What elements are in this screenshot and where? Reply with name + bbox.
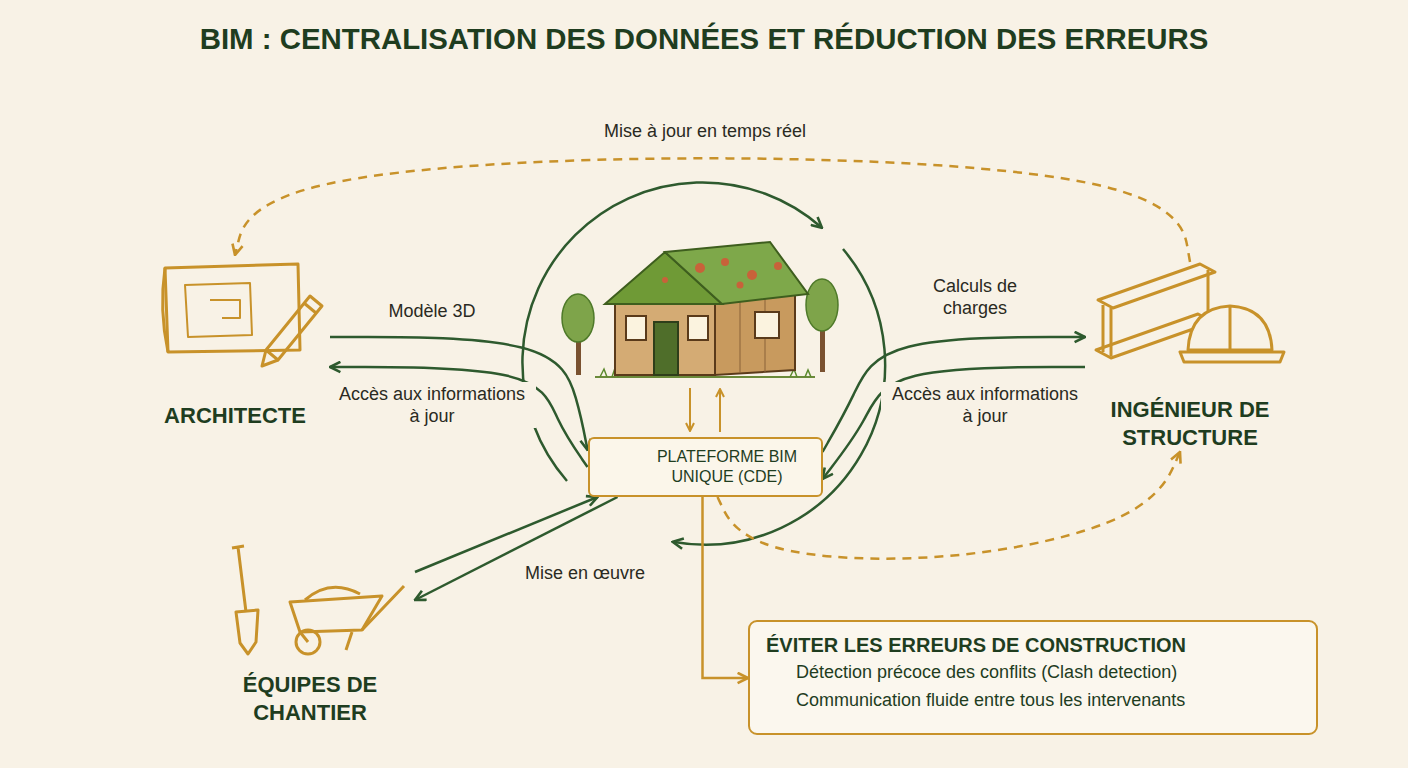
blueprint-icon [163,264,322,366]
actor-node: INGÉNIEUR DE STRUCTURE [1085,262,1295,452]
house-illustration [562,242,838,432]
node-label: ÉQUIPES DE CHANTIER [215,671,405,727]
edge-label: Accès aux informations à jour [328,382,536,428]
benefit-heading: ÉVITER LES ERREURS DE CONSTRUCTION [766,632,1300,658]
edge-label: Modèle 3D [384,299,479,323]
edge-label: Calculs de charges [896,274,1054,320]
edge-label: Accès aux informations à jour [881,382,1089,428]
node-label: INGÉNIEUR DE STRUCTURE [1095,396,1285,452]
actor-node: ÉQUIPES DE CHANTIER [205,532,415,727]
node-label: PLATEFORME BIM UNIQUE (CDE) [645,447,810,487]
shovel-wheelbarrow-icon [232,546,404,654]
beam-helmet-icon [1096,264,1284,362]
diagram-title: BIM : CENTRALISATION DES DONNÉES ET RÉDU… [0,22,1408,56]
benefit-text: Communication fluide entre tous les inte… [766,686,1300,714]
benefit-text: Détection précoce des conflits (Clash de… [766,658,1300,686]
connector-arrow [235,158,1190,262]
platform-box: PLATEFORME BIM UNIQUE (CDE) [588,437,823,497]
edge-label: Mise à jour en temps réel [600,119,810,143]
node-label: ARCHITECTE [164,402,306,430]
benefit-box: ÉVITER LES ERREURS DE CONSTRUCTIONDétect… [748,620,1318,735]
edge-label: Mise en œuvre [521,561,649,585]
connector-arrow [703,497,749,678]
actor-node: ARCHITECTE [140,255,330,430]
